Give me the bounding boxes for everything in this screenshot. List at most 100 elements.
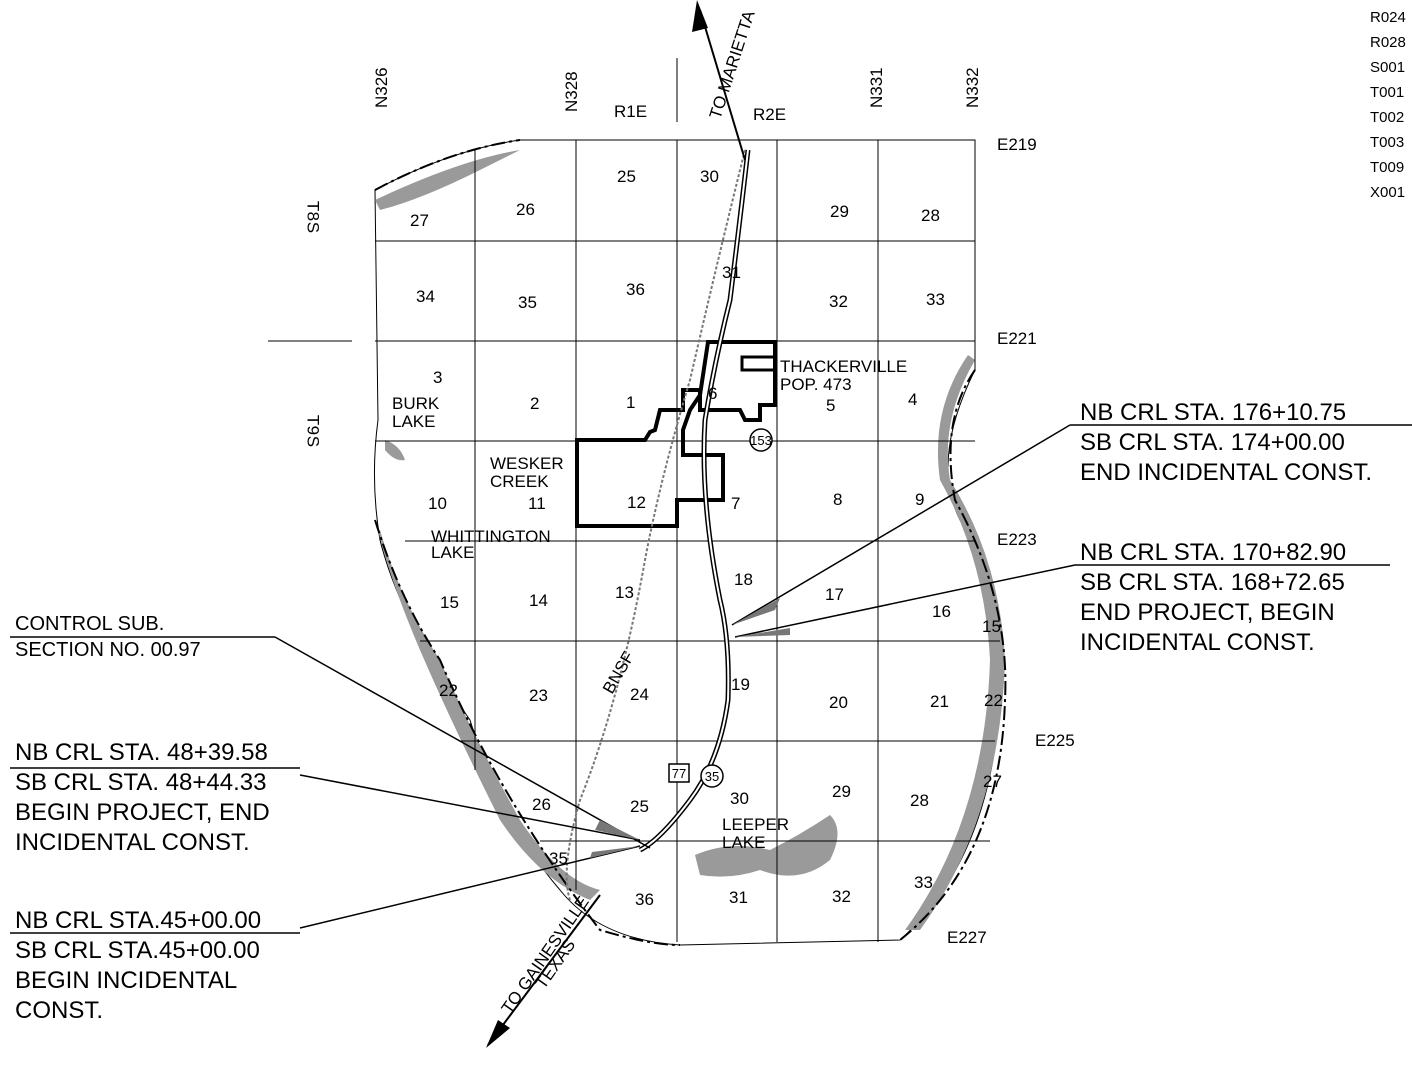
section-number: 31 xyxy=(729,888,748,907)
leeper-lake-shape xyxy=(695,815,838,877)
north-coord-label: N326 xyxy=(372,67,391,108)
section-number: 2 xyxy=(530,394,539,413)
callout-line: INCIDENTAL CONST. xyxy=(1080,629,1315,656)
thackerville-boundary xyxy=(575,340,777,528)
section-number: 16 xyxy=(932,602,951,621)
section-number: 15 xyxy=(982,617,1001,636)
code-item: T001 xyxy=(1370,84,1404,101)
section-number: 12 xyxy=(627,493,646,512)
callout-control-sub: CONTROL SUB. SECTION NO. 00.97 xyxy=(15,613,201,661)
section-number: 30 xyxy=(700,167,719,186)
section-number: 9 xyxy=(915,490,924,509)
section-number: 26 xyxy=(516,200,535,219)
callout-line: CONTROL SUB. xyxy=(15,613,164,635)
section-number: 19 xyxy=(731,675,750,694)
callout-line: BEGIN PROJECT, END xyxy=(15,799,270,826)
code-item: R028 xyxy=(1370,34,1406,51)
section-number: 3 xyxy=(433,368,442,387)
code-item: S001 xyxy=(1370,59,1405,76)
section-number: 22 xyxy=(439,681,458,700)
callout-line: NB CRL STA. 176+10.75 xyxy=(1080,399,1346,426)
route-153-shield xyxy=(749,428,773,452)
section-number: 36 xyxy=(635,890,654,909)
section-number: 36 xyxy=(626,280,645,299)
marietta-arrow-line xyxy=(699,9,746,161)
red-river-west xyxy=(375,150,520,210)
section-number: 10 xyxy=(428,494,447,513)
gainesville-arrow-head xyxy=(486,1020,510,1048)
north-coord-label: N328 xyxy=(562,71,581,112)
east-coord-label: E225 xyxy=(1035,731,1075,750)
burk-lake-label: LAKE xyxy=(392,412,435,431)
callout-line: SB CRL STA. 48+44.33 xyxy=(15,769,266,796)
township-label: T 8 S xyxy=(304,201,323,233)
callout-begin-incidental: NB CRL STA.45+00.00 SB CRL STA.45+00.00 … xyxy=(15,907,261,1024)
section-number: 35 xyxy=(518,293,537,312)
east-coord-label: E221 xyxy=(997,329,1037,348)
callout-line: NB CRL STA.45+00.00 xyxy=(15,907,261,934)
marietta-arrow-head xyxy=(692,0,708,32)
leader-wedge-4 xyxy=(590,846,640,858)
north-coord-label: N332 xyxy=(963,67,982,108)
wesker-creek-label: CREEK xyxy=(490,472,549,491)
callout-line: BEGIN INCIDENTAL xyxy=(15,967,237,994)
section-number: 13 xyxy=(615,583,634,602)
township-label: T 9 S xyxy=(304,415,323,447)
section-number: 26 xyxy=(532,795,551,814)
section-number: 6 xyxy=(708,384,717,403)
callout-end-incidental: NB CRL STA. 176+10.75 SB CRL STA. 174+00… xyxy=(1080,399,1372,486)
section-number: 25 xyxy=(630,797,649,816)
thackerville-notch xyxy=(740,355,777,372)
leader-lines xyxy=(10,424,1412,934)
callout-line: END INCIDENTAL CONST. xyxy=(1080,459,1372,486)
section-number: 15 xyxy=(440,593,459,612)
gainesville-label: TO GAINESVILLE xyxy=(498,893,593,1017)
state-line xyxy=(374,139,1007,946)
code-item: T009 xyxy=(1370,159,1404,176)
leeper-lake-label: LEEPER xyxy=(722,815,789,834)
section-number: 14 xyxy=(529,591,548,610)
section-number: 11 xyxy=(528,494,546,513)
callout-line: CONST. xyxy=(15,997,103,1024)
section-number: 33 xyxy=(926,290,945,309)
section-number: 32 xyxy=(832,887,851,906)
section-number: 8 xyxy=(833,490,842,509)
red-river-south xyxy=(378,530,600,900)
section-number: 18 xyxy=(734,570,753,589)
code-list: R024 R028 S001 T001 T002 T003 T009 X001 xyxy=(1370,9,1406,201)
callout-line: SB CRL STA. 174+00.00 xyxy=(1080,429,1345,456)
interstate-35-inner xyxy=(639,149,749,851)
route-35-shield xyxy=(700,764,724,788)
section-number: 29 xyxy=(832,782,851,801)
leader-wedge-3 xyxy=(595,820,640,840)
section-number: 29 xyxy=(830,202,849,221)
section-number: 30 xyxy=(730,789,749,808)
callout-begin-project: NB CRL STA. 48+39.58 SB CRL STA. 48+44.3… xyxy=(15,739,270,856)
leeper-lake-label: LAKE xyxy=(722,833,765,852)
callout-line: SB CRL STA. 168+72.65 xyxy=(1080,569,1345,596)
leader-wedge-1 xyxy=(732,598,780,625)
section-number: 27 xyxy=(410,211,429,230)
section-number: 5 xyxy=(826,396,835,415)
code-item: T003 xyxy=(1370,134,1404,151)
section-number: 31 xyxy=(722,263,741,282)
code-item: R024 xyxy=(1370,9,1406,26)
section-number: 17 xyxy=(825,585,844,604)
section-grid xyxy=(268,58,1000,942)
thackerville-pop-label: POP. 473 xyxy=(780,375,852,394)
callout-line: SECTION NO. 00.97 xyxy=(15,639,201,661)
range-label: R1E xyxy=(614,102,647,121)
section-number: 28 xyxy=(910,791,929,810)
whittington-lake-label: LAKE xyxy=(431,543,474,562)
east-coord-label: E227 xyxy=(947,928,987,947)
section-number: 34 xyxy=(416,287,435,306)
code-item: X001 xyxy=(1370,184,1405,201)
wesker-creek-label: WESKER xyxy=(490,454,564,473)
east-coord-label: E219 xyxy=(997,135,1037,154)
section-number: 7 xyxy=(731,494,740,513)
section-number: 20 xyxy=(829,693,848,712)
red-river-east xyxy=(905,355,1005,930)
route-35-label: 35 xyxy=(705,769,719,784)
section-number: 4 xyxy=(908,390,917,409)
whittington-lake-label: WHITTINGTON xyxy=(431,527,551,546)
